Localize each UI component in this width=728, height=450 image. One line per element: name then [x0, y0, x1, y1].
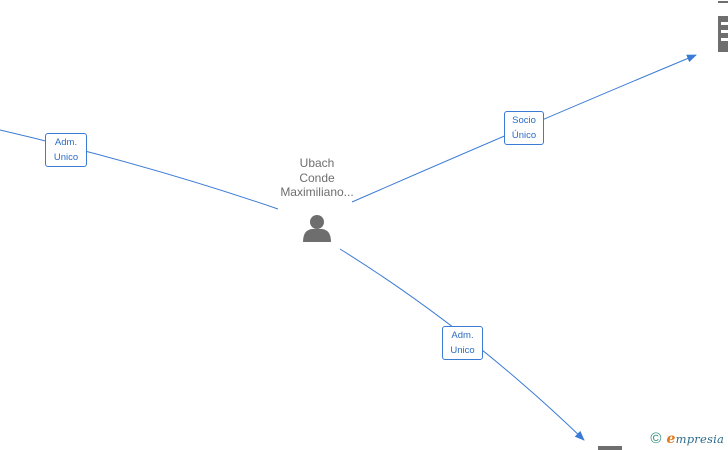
person-name[interactable]: Ubach Conde Maximiliano...	[262, 156, 372, 200]
edge-label-line: Adm.	[451, 330, 474, 341]
edge-label-top-right[interactable]: Socio Único	[504, 111, 544, 145]
edge-label-line: Unico	[450, 345, 475, 356]
person-name-line: Conde	[299, 170, 335, 185]
watermark: © empresia	[650, 430, 724, 448]
building-icon[interactable]	[718, 1, 728, 52]
brand-rest: mpresia	[675, 432, 724, 446]
person-icon[interactable]	[303, 215, 331, 242]
person-name-line: Maximiliano...	[280, 185, 354, 199]
edge-label-left[interactable]: Adm. Unico	[45, 133, 87, 167]
edge-label-line: Adm.	[54, 137, 78, 148]
edge-label-bottom-right[interactable]: Adm. Unico	[442, 326, 483, 360]
edge-label-line: Socio	[512, 115, 536, 126]
brand-logo: empresia	[666, 431, 724, 447]
edge-label-line: Unico	[53, 152, 79, 163]
person-name-line: Ubach	[299, 156, 335, 170]
brand-initial: e	[666, 431, 676, 447]
edge-label-line: Único	[511, 130, 537, 141]
edge-left	[0, 129, 279, 210]
building-icon-bottom[interactable]	[598, 446, 622, 450]
copyright-icon: ©	[650, 430, 662, 447]
